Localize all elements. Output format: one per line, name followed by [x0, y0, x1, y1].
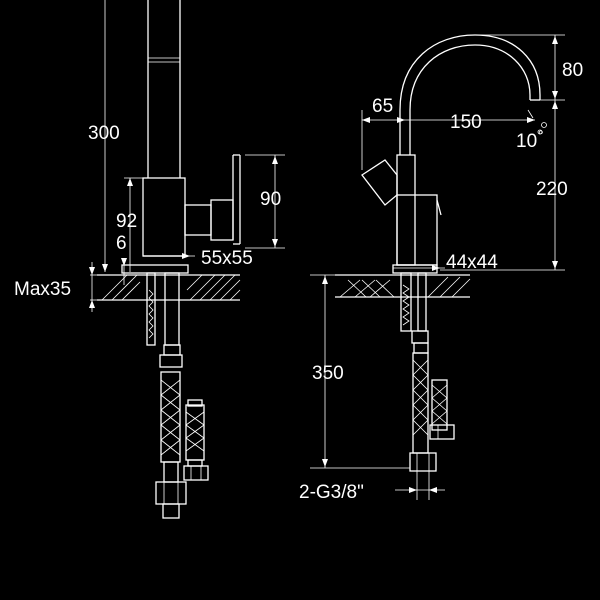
dim-label-10: 10 — [516, 131, 537, 152]
left-dimension-max35 — [89, 262, 97, 312]
dim-label-thread: 2-G3/8" — [299, 482, 364, 503]
left-mounting-shank — [146, 272, 180, 346]
right-front-view: 65 150 80 10 ° 220 44x44 350 2-G3/8" — [299, 34, 583, 503]
right-dimension-80 — [480, 34, 565, 100]
left-dimension-300 — [102, 0, 108, 272]
right-lever-handle — [361, 159, 442, 216]
right-countertop — [335, 274, 471, 298]
left-dimension-90 — [245, 154, 285, 249]
right-base-plate — [392, 264, 438, 274]
left-faucet-body — [142, 177, 186, 257]
left-lever-handle — [184, 154, 241, 245]
left-countertop — [97, 274, 241, 301]
dim-label-90: 90 — [260, 189, 281, 210]
dim-label-6: 6 — [116, 233, 127, 254]
left-supply-hose-2 — [183, 399, 209, 481]
right-supply-hose-1 — [409, 330, 437, 472]
right-dimension-220 — [440, 99, 565, 271]
right-mounting-shank — [400, 272, 427, 332]
right-dimension-150 — [405, 117, 535, 123]
right-supply-hose-2 — [429, 379, 455, 440]
right-dimension-65 — [361, 110, 405, 170]
dim-label-150: 150 — [450, 112, 482, 133]
right-body-front — [396, 194, 438, 266]
left-side-view: 300 92 6 90 55x55 Max35 — [14, 0, 285, 519]
right-gooseneck-spout — [399, 34, 547, 155]
left-dimension-6 — [121, 258, 127, 285]
dim-label-65: 65 — [372, 96, 393, 117]
right-dimension-44x44 — [393, 265, 445, 271]
dim-label-44x44: 44x44 — [446, 252, 498, 273]
dim-label-80: 80 — [562, 60, 583, 81]
left-dimension-92 — [124, 177, 146, 272]
left-base-plate — [121, 264, 189, 274]
dim-label-max35: Max35 — [14, 279, 71, 300]
left-spout-column — [147, 0, 181, 178]
dim-label-92: 92 — [116, 211, 137, 232]
right-dimension-350 — [310, 274, 410, 469]
left-dimension-55x55 — [145, 253, 195, 259]
dim-label-degree: ° — [538, 127, 544, 143]
dim-label-55x55: 55x55 — [201, 248, 253, 269]
right-dimension-thread — [395, 471, 445, 500]
dim-label-220: 220 — [536, 179, 568, 200]
dim-label-300: 300 — [88, 123, 120, 144]
dim-label-350: 350 — [312, 363, 344, 384]
right-faucet-body — [396, 154, 416, 266]
left-supply-hose-1 — [155, 344, 187, 519]
